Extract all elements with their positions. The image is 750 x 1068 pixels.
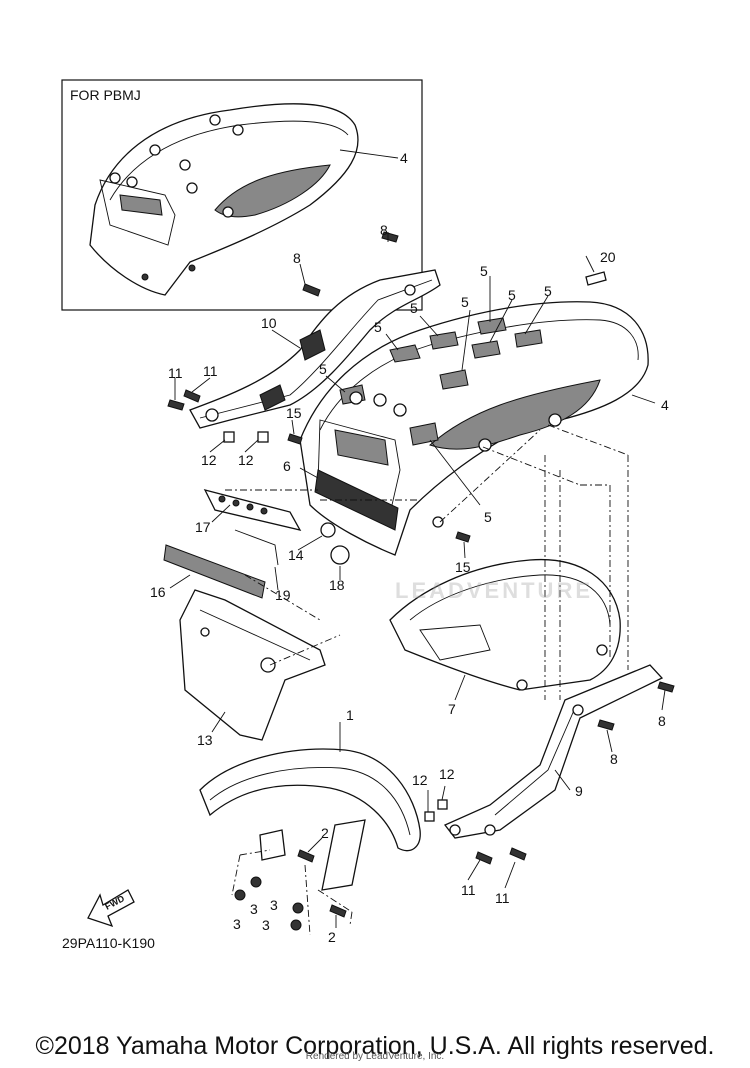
callout-5: 5	[461, 294, 469, 310]
inset-title: FOR PBMJ	[70, 87, 141, 103]
callout-16: 16	[150, 584, 166, 600]
mud-flap	[179, 589, 326, 741]
watermark: LEADVENTURE	[395, 578, 594, 603]
callout-11: 11	[168, 365, 183, 381]
callout-5: 5	[484, 509, 492, 525]
callout-5: 5	[319, 361, 327, 377]
callout-3: 3	[262, 917, 270, 933]
callout-17: 17	[195, 519, 211, 535]
callout-8: 8	[380, 222, 388, 238]
rendered-by-text: Rendered by LeadVenture, Inc.	[305, 1051, 445, 1062]
callout-2: 2	[321, 825, 329, 841]
fwd-arrow-icon: FWD	[87, 889, 135, 928]
callout-6: 6	[283, 458, 291, 474]
callout-7: 7	[448, 701, 456, 717]
callout-5: 5	[544, 283, 552, 299]
callout-1: 1	[346, 707, 354, 723]
main-seat	[299, 271, 656, 556]
callout-13: 13	[197, 732, 213, 748]
callout-15: 15	[455, 559, 471, 575]
callout-12: 12	[238, 452, 254, 468]
callout-4: 4	[661, 397, 669, 413]
callout-5: 5	[508, 287, 516, 303]
callout-18: 18	[329, 577, 345, 593]
callout-3: 3	[250, 901, 258, 917]
callout-3: 3	[270, 897, 278, 913]
callout-11: 11	[203, 363, 218, 379]
fasteners	[167, 231, 675, 931]
callout-12: 12	[439, 766, 455, 782]
callouts: 8 8 20 5 5 5 5 5 5 5 5 10 11 11 4 15 12 …	[150, 222, 669, 945]
callout-5: 5	[410, 300, 418, 316]
rear-stay	[443, 664, 664, 839]
callout-12: 12	[412, 772, 428, 788]
callout-8: 8	[293, 250, 301, 266]
copyright-text: ©2018 Yamaha Motor Corporation, U.S.A. A…	[35, 1032, 715, 1060]
callout-11: 11	[461, 882, 476, 898]
diagram-code: 29PA110-K190	[62, 935, 155, 951]
callout-14: 14	[288, 547, 304, 563]
callout-11: 11	[495, 890, 510, 906]
callout-5: 5	[374, 319, 382, 335]
front-fender	[199, 748, 421, 891]
callout-8: 8	[658, 713, 666, 729]
callout-9: 9	[575, 783, 583, 799]
leader-lines	[169, 232, 666, 936]
callout-5: 5	[480, 263, 488, 279]
callout-8: 8	[610, 751, 618, 767]
callout-4-inset: 4	[400, 150, 408, 166]
inset-seat	[89, 103, 399, 296]
callout-10: 10	[261, 315, 277, 331]
callout-3: 3	[233, 916, 241, 932]
inset-box: FOR PBMJ 4	[61, 79, 423, 311]
callout-15: 15	[286, 405, 302, 421]
seat-rail	[189, 269, 441, 429]
callout-12: 12	[201, 452, 217, 468]
callout-20: 20	[600, 249, 616, 265]
callout-2: 2	[328, 929, 336, 945]
callout-19: 19	[275, 587, 291, 603]
rear-fender-upper	[389, 558, 621, 691]
